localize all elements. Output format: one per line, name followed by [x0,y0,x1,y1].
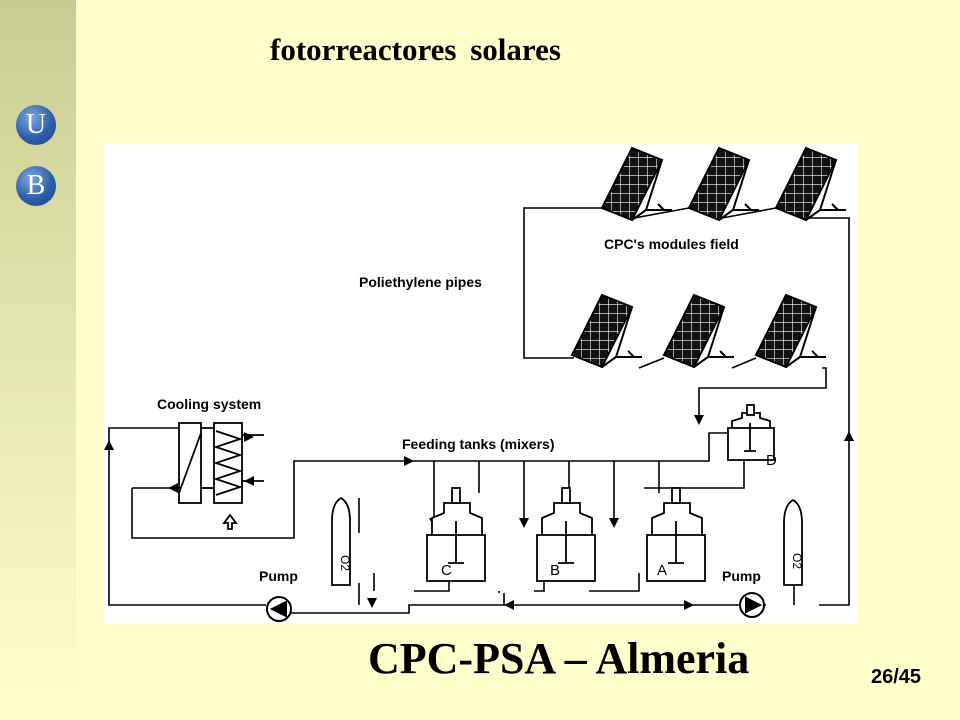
cpc-panels [570,146,846,369]
logo-letter-b: B [16,166,56,206]
solar-panel-icon [570,293,642,369]
tank-a-icon [646,487,706,582]
tank-c-icon [426,487,486,582]
label-cooling-system: Cooling system [157,396,261,412]
logo-letter-u: U [16,105,56,145]
process-diagram: CPC's modules field Poliethylene pipes C… [104,143,857,623]
tank-b-icon [536,487,596,582]
page-number: 26/45 [871,666,922,688]
tank-d-icon [727,404,775,461]
solar-panel-icon [600,146,672,222]
oxygen-cylinder-icon [331,496,351,586]
label-pump-left: Pump [259,568,298,584]
pump-icon [266,596,292,622]
slide-caption: CPC-PSA – Almeria [368,634,750,683]
label-pipes: Poliethylene pipes [359,274,482,290]
sidebar-band: U B [0,0,76,720]
solar-panel-icon [754,293,826,369]
slide-title: fotorreactores solares [270,32,561,67]
feeding-tanks [426,404,775,582]
label-tank-b: B [550,562,560,579]
label-feeding-tanks: Feeding tanks (mixers) [402,436,555,452]
solar-panel-icon [687,146,759,222]
oxygen-cylinder-icon [783,498,803,586]
solar-panel-icon [662,293,734,369]
pipes [108,207,850,614]
label-tank-d: D [766,452,777,469]
pump-icon [739,592,765,618]
label-pump-right: Pump [722,568,761,584]
label-o2-left: O2 [338,555,352,571]
label-tank-a: A [657,562,667,579]
cooling-system [178,422,264,530]
solar-panel-icon [774,146,846,222]
label-cpc-field: CPC's modules field [604,236,739,252]
label-tank-c: C [441,562,452,579]
label-o2-right: O2 [790,553,804,569]
